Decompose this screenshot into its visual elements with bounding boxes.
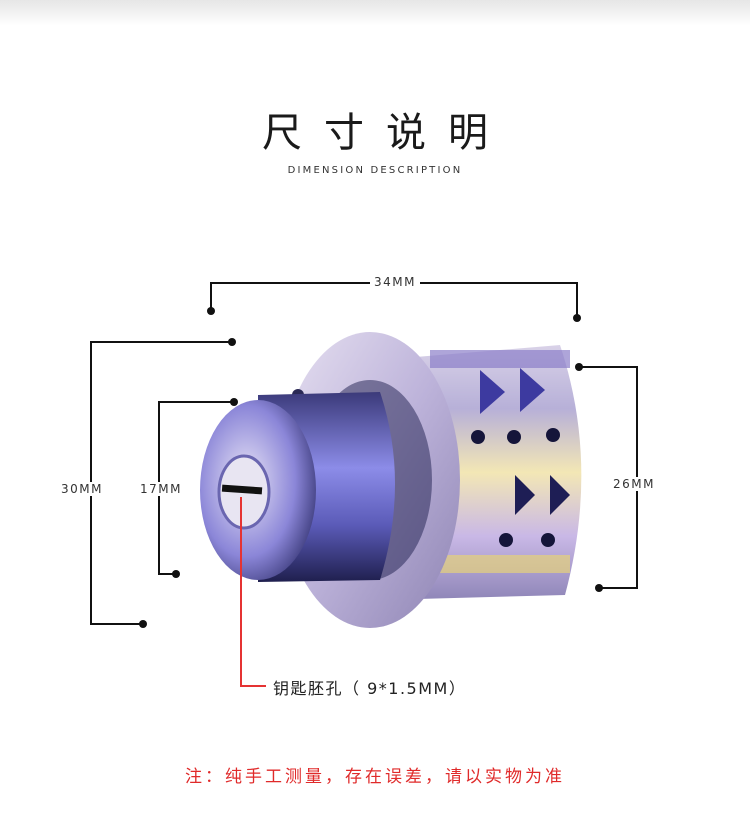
- measurement-note: 注：纯手工测量，存在误差，请以实物为准: [185, 767, 565, 787]
- page-subtitle: DIMENSION DESCRIPTION: [287, 165, 463, 176]
- page-title: 尺寸说明: [262, 110, 510, 156]
- dim-label-right-height: 26MM: [610, 477, 658, 491]
- keyhole-callout-line: [240, 497, 266, 687]
- dim-label-top-width: 34MM: [370, 275, 420, 289]
- dim-label-inner-height: 17MM: [138, 482, 184, 496]
- keyhole-slot: [221, 484, 263, 495]
- top-shadow: [0, 0, 750, 26]
- dim-label-outer-height: 30MM: [58, 482, 106, 496]
- keyhole-callout-label: 钥匙胚孔（ 9*1.5MM）: [273, 679, 467, 698]
- dimension-dots: [139, 307, 603, 628]
